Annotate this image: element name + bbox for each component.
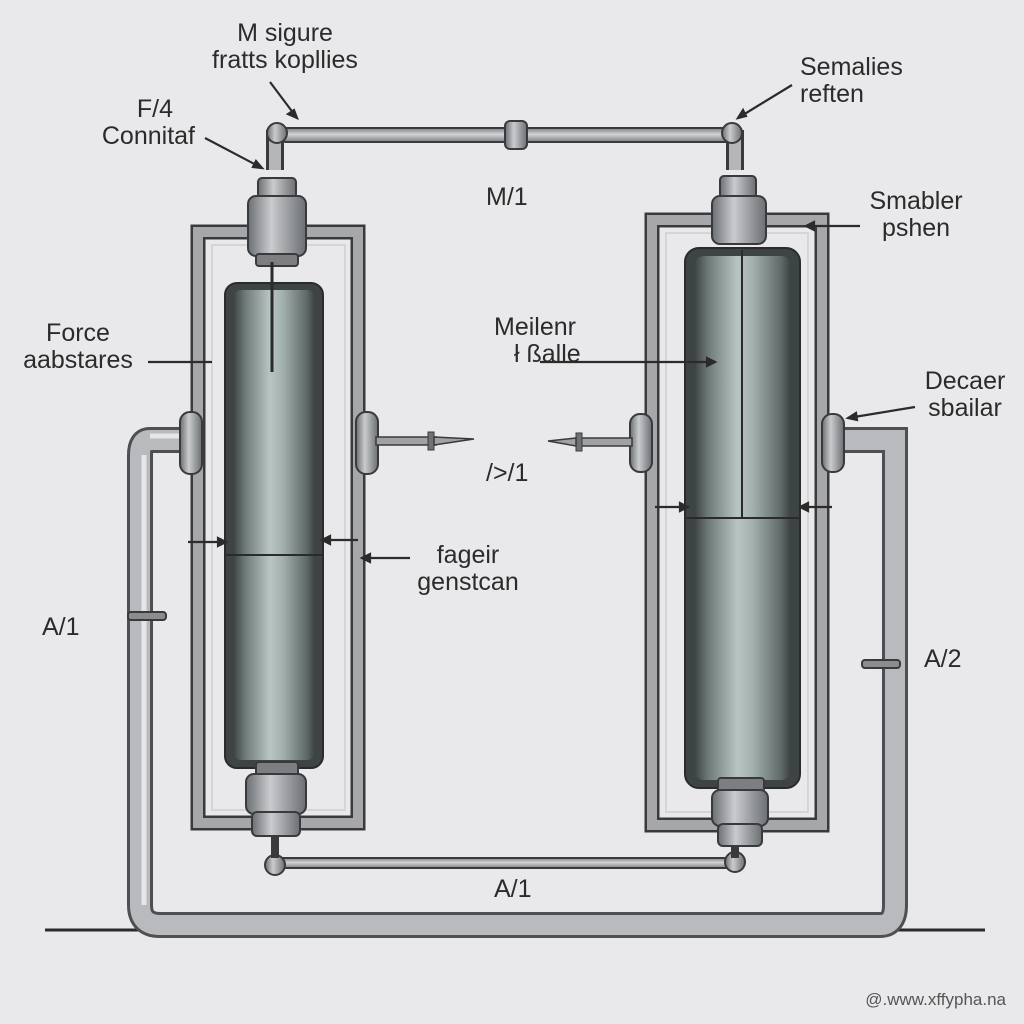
label-top-mid: M/1: [486, 183, 528, 211]
left-vessel: [179, 177, 475, 858]
label-top-right: Semalies reften: [800, 54, 903, 108]
bottom-pipe: [264, 851, 746, 876]
label-center-bottom: fageir genstcan: [412, 542, 524, 596]
label-bottom: A/1: [494, 875, 532, 903]
label-right-upper-line2: pshen: [881, 214, 951, 242]
label-center-line2: ł ßalle: [514, 340, 581, 368]
label-left-mid-line2: aabstares: [23, 346, 133, 374]
label-top-center-line2: fratts kopllies: [212, 46, 358, 74]
leader-lines: [148, 81, 916, 564]
label-center: Meilenr ł ßalle: [494, 314, 581, 368]
label-right-upper-line1: Smabler: [869, 187, 963, 215]
label-left-low: A/1: [42, 613, 80, 641]
label-center-bottom-line1: fageir: [436, 541, 500, 569]
label-top-right-line1: Semalies: [800, 53, 903, 81]
label-left-mid: Force aabstares: [14, 320, 142, 374]
label-center-line1: Meilenr: [494, 313, 576, 341]
label-right-upper: Smabler pshen: [858, 188, 974, 242]
label-top-right-line2: reften: [800, 80, 864, 108]
label-center-bottom-line2: genstcan: [417, 568, 519, 596]
top-pipe: [265, 120, 744, 170]
label-top-center-line1: M sigure: [237, 19, 333, 47]
label-right-mid-line2: sbailar: [928, 394, 1002, 422]
label-center-lower: />/1: [486, 459, 529, 487]
label-right-mid-line1: Decaer: [924, 367, 1006, 395]
label-right-low: A/2: [924, 645, 962, 673]
label-top-left: F/4 Connitaf: [60, 96, 195, 150]
right-vessel: [547, 175, 845, 858]
label-left-mid-line1: Force: [46, 319, 110, 347]
label-top-center: M sigure fratts kopllies: [200, 20, 370, 74]
label-top-left-line1: F/4: [136, 95, 173, 123]
label-top-left-line2: Connitaf: [101, 122, 195, 150]
label-right-mid: Decaer sbailar: [914, 368, 1016, 422]
watermark-text: @.www.xffypha.na: [865, 990, 1006, 1009]
